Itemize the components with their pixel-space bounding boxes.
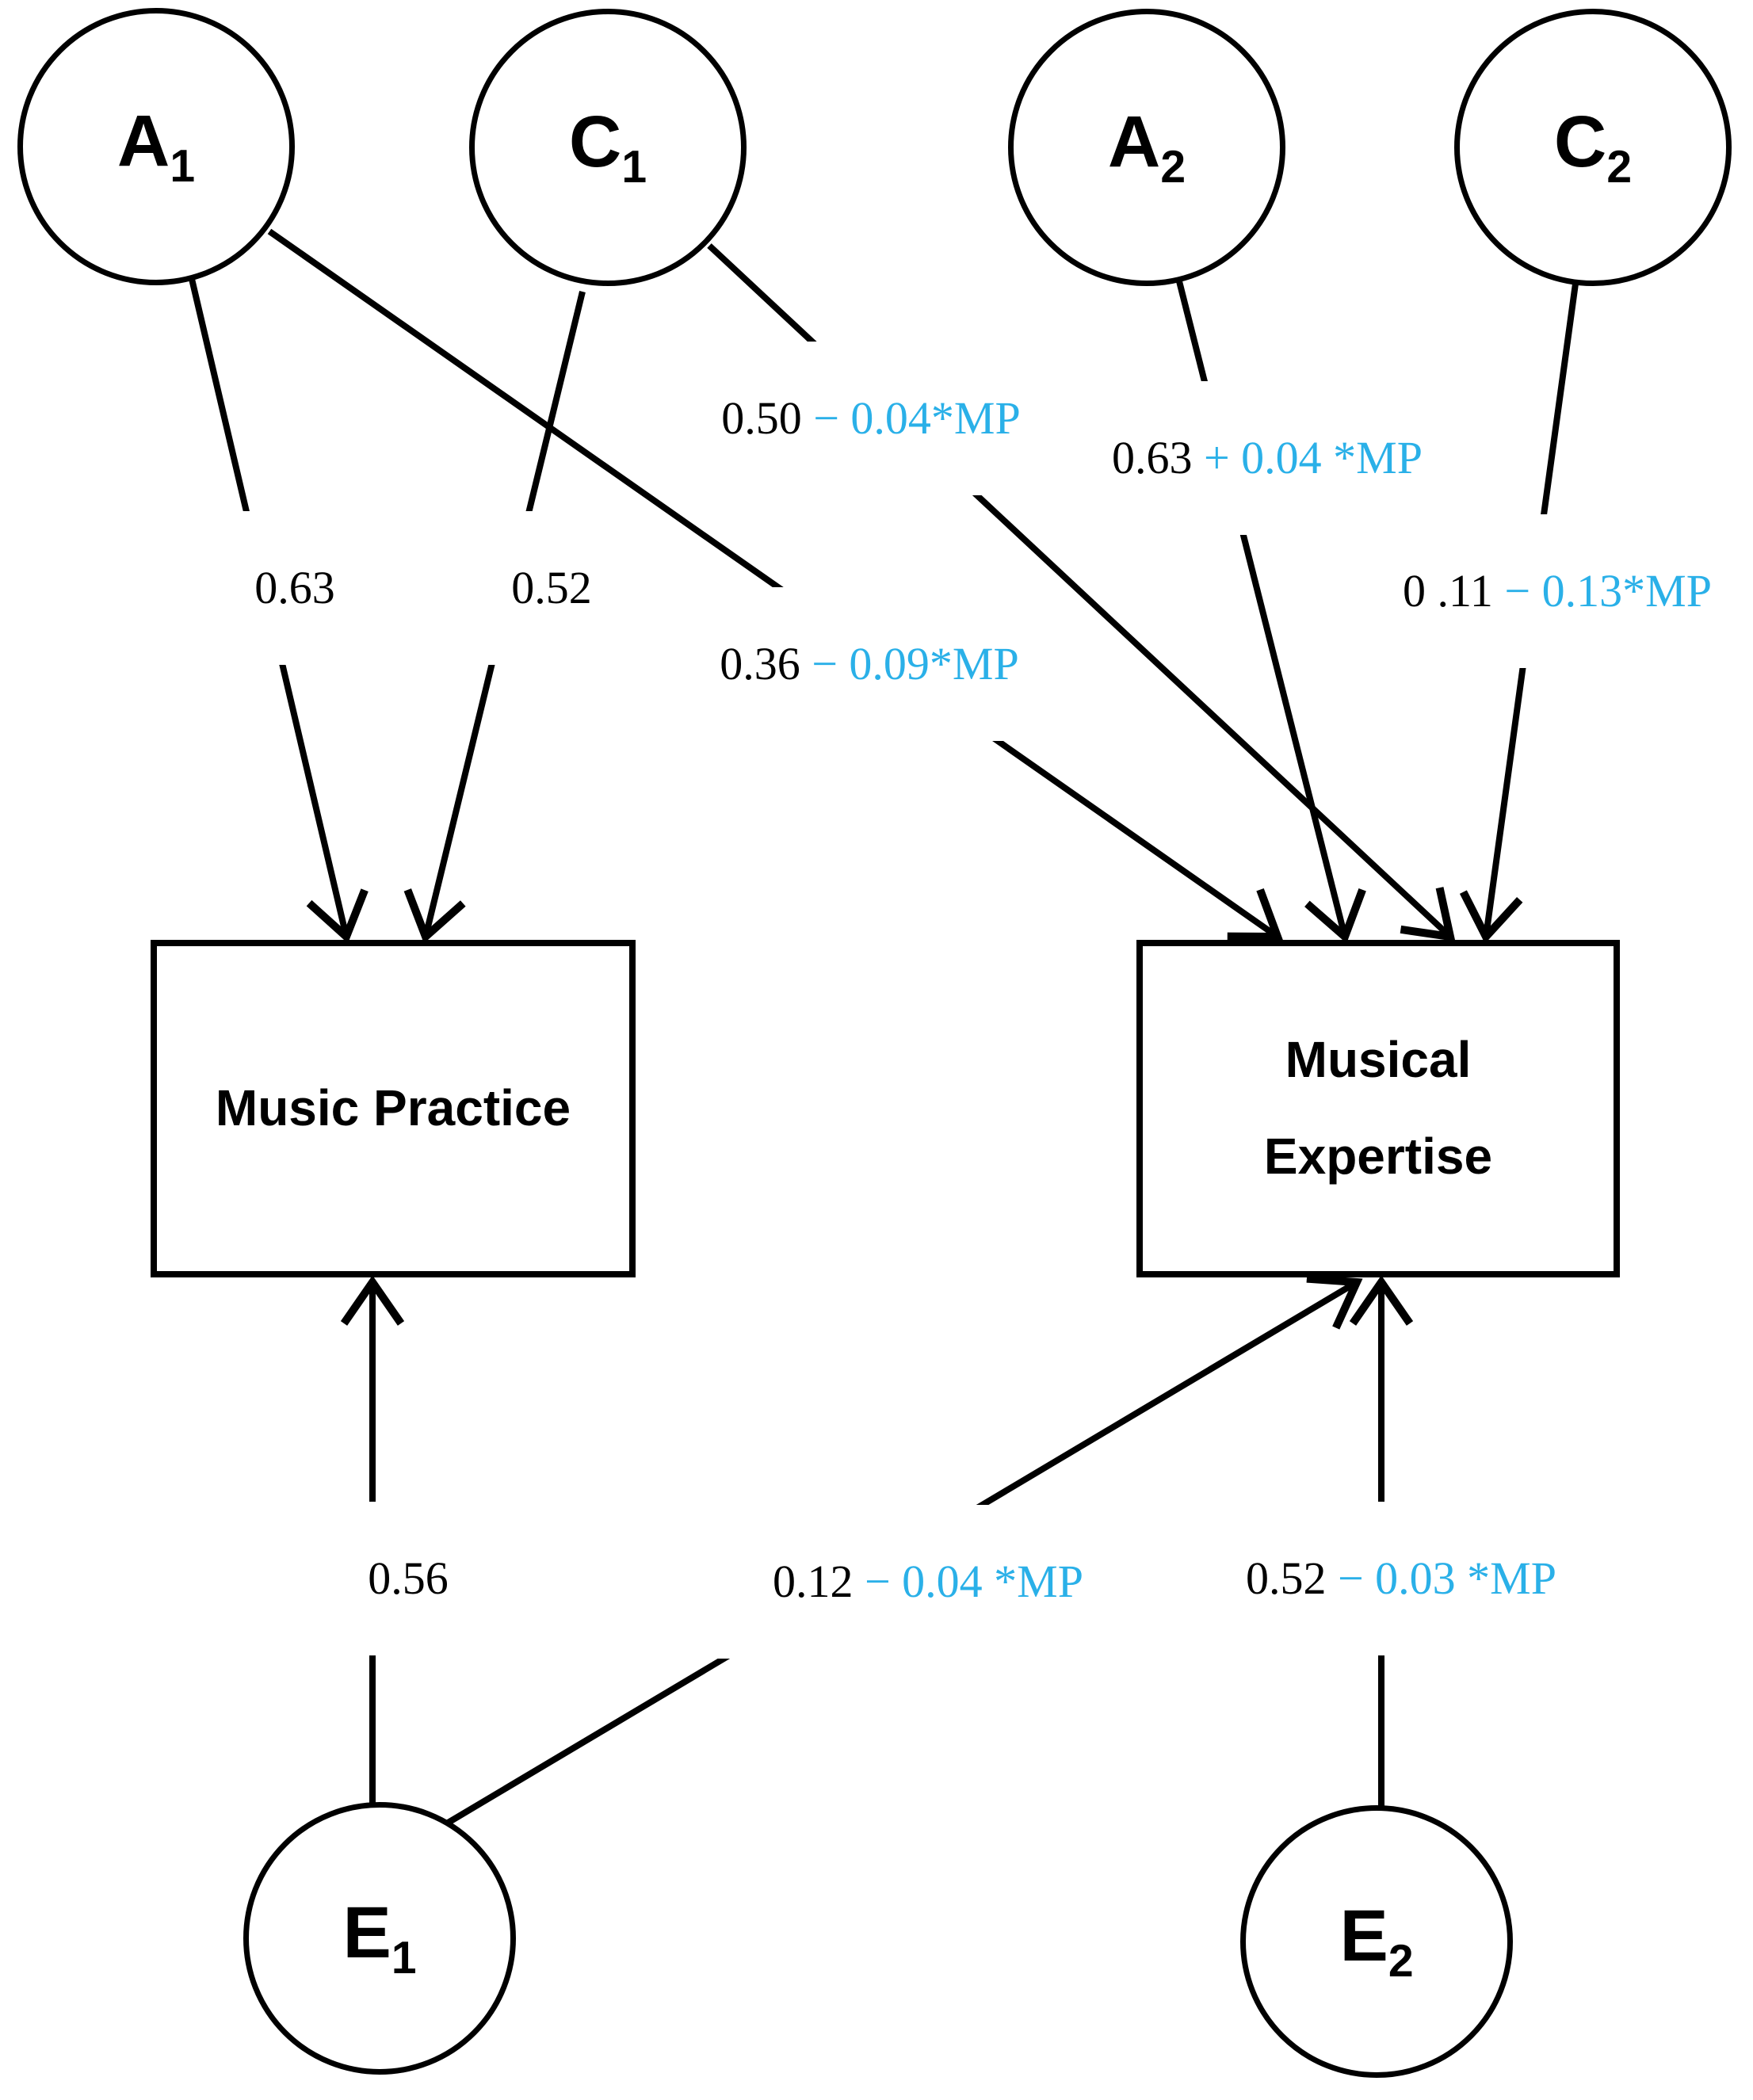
latent-node-c1-label: C1 (569, 105, 647, 190)
path-label-c1-musical-expertise: 0.50 − 0.04*MP (664, 342, 1032, 495)
latent-node-c2-label: C2 (1554, 105, 1632, 190)
latent-node-e1: E1 (243, 1802, 516, 2075)
coefficient-fixed: 0.52 (511, 562, 592, 613)
factor-letter: E (1339, 1895, 1388, 1976)
latent-node-a1-label: A1 (117, 105, 195, 189)
path-label-e1-musical-expertise: 0.12 − 0.04 *MP (715, 1505, 1095, 1659)
factor-letter: A (1107, 101, 1161, 182)
musical-expertise-label-line1: Musical (1285, 1031, 1472, 1089)
latent-node-c1: C1 (469, 9, 747, 286)
coefficient-fixed: 0.63 (254, 562, 335, 613)
coefficient-fixed: 0.63 (1111, 432, 1204, 483)
path-label-e1-music-practice: 0.56 (311, 1502, 460, 1655)
coefficient-fixed: 0.52 (1245, 1552, 1338, 1604)
latent-node-c2: C2 (1454, 9, 1732, 286)
coefficient-fixed: 0.36 (720, 638, 812, 689)
latent-node-e1-label: E1 (342, 1896, 416, 1981)
coefficient-moderation: + 0.04 *MP (1203, 432, 1423, 483)
path-a2-to-musical-expertise (1176, 281, 1366, 944)
latent-node-a1: A1 (17, 8, 295, 285)
coefficient-moderation: − 0.04 *MP (864, 1556, 1084, 1607)
path-label-a1-musical-expertise: 0.36 − 0.09*MP (663, 587, 1030, 741)
coefficient-moderation: − 0.04*MP (813, 392, 1021, 444)
factor-letter: E (342, 1892, 391, 1973)
factor-subscript: 2 (1388, 1935, 1414, 1987)
observed-node-music-practice: Music Practice (151, 940, 636, 1277)
coefficient-fixed: 0 .11 (1403, 565, 1505, 617)
factor-letter: A (116, 100, 170, 181)
path-label-a2-musical-expertise: 0.63 + 0.04 *MP (1054, 381, 1434, 535)
factor-subscript: 1 (170, 140, 196, 192)
factor-subscript: 1 (621, 141, 647, 193)
musical-expertise-label-line2: Expertise (1263, 1128, 1493, 1185)
factor-letter: C (1553, 101, 1607, 182)
path-label-c2-musical-expertise: 0 .11 − 0.13*MP (1346, 514, 1723, 668)
coefficient-fixed: 0.50 (721, 392, 814, 444)
latent-node-a2: A2 (1008, 9, 1285, 286)
coefficient-fixed: 0.12 (772, 1556, 865, 1607)
path-label-e2-musical-expertise: 0.52 − 0.03 *MP (1188, 1502, 1568, 1655)
coefficient-moderation: − 0.13*MP (1504, 565, 1712, 617)
latent-node-a2-label: A2 (1108, 105, 1186, 190)
coefficient-fixed: 0.56 (368, 1552, 449, 1604)
music-practice-label: Music Practice (215, 1079, 571, 1137)
factor-subscript: 1 (391, 1932, 417, 1984)
path-label-c1-music-practice: 0.52 (454, 511, 603, 665)
coefficient-moderation: − 0.03 *MP (1337, 1552, 1557, 1604)
latent-node-e2-label: E2 (1339, 1900, 1413, 1984)
factor-letter: C (568, 101, 622, 182)
path-a1-to-musical-expertise (267, 228, 1284, 941)
factor-subscript: 2 (1606, 141, 1633, 193)
path-label-a1-music-practice: 0.63 (197, 511, 346, 665)
factor-subscript: 2 (1160, 141, 1186, 193)
coefficient-moderation: − 0.09*MP (812, 638, 1019, 689)
musical-expertise-label: Musical Expertise (1264, 1012, 1492, 1205)
observed-node-musical-expertise: Musical Expertise (1136, 940, 1620, 1277)
latent-node-e2: E2 (1240, 1805, 1513, 2078)
